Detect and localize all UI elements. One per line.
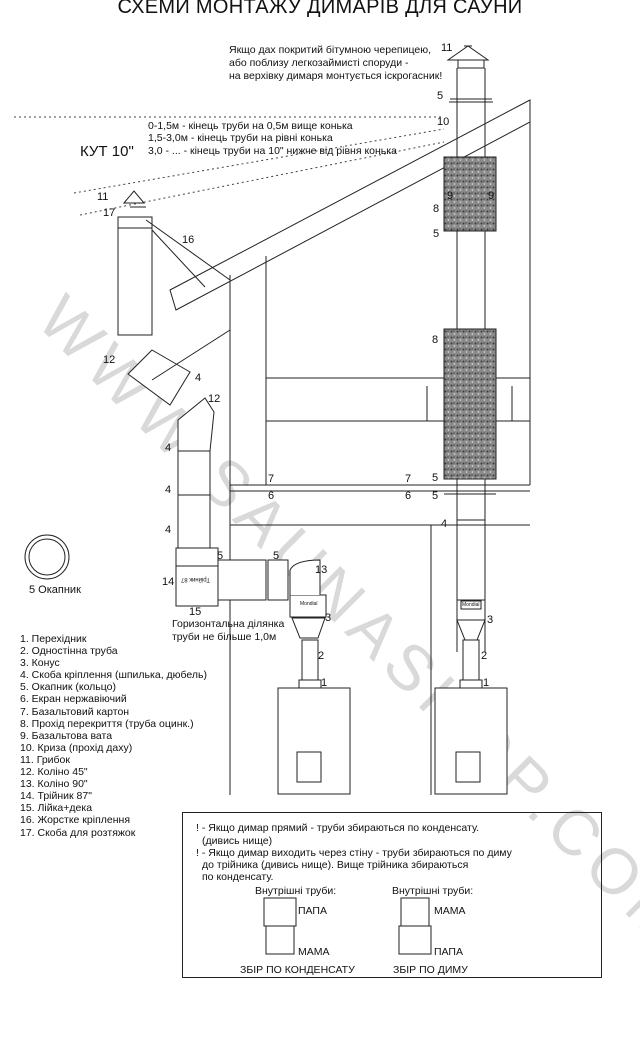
callout-6-left: 6 (268, 490, 275, 502)
legend-item: 3. Конус (20, 657, 60, 670)
legend-item: 13. Коліно 90" (20, 778, 88, 791)
okapnyk-ring-icon (24, 534, 70, 580)
callout-12-right: 12 (208, 393, 221, 405)
callout-10: 10 (437, 116, 450, 128)
callout-1-left: 1 (321, 677, 328, 689)
callout-5-right-mid: 5 (433, 228, 440, 240)
callout-7-right: 7 (405, 473, 412, 485)
legend-item: 11. Грибок (20, 753, 70, 766)
callout-9-left: 9 (447, 190, 454, 202)
legend-item: 4. Скоба кріплення (шпилька, дюбель) (20, 669, 208, 682)
parts-legend: 1. Перехідник 2. Одностінна труба 3. Кон… (20, 633, 207, 839)
legend-item: 5. Окапник (кольцо) (20, 681, 117, 694)
callout-4-b: 4 (165, 484, 172, 496)
callout-13: 13 (315, 564, 328, 576)
left-stove-chimney (117, 190, 351, 795)
assembly-left-caption: ЗБІР ПО КОНДЕНСАТУ (240, 964, 355, 976)
height-rule-1: 0-1,5м - кінець труби на 0,5м вище коньк… (148, 120, 353, 132)
callout-4-a: 4 (165, 442, 172, 454)
box-note-1: ! - Якщо димар прямий - труби збираються… (196, 822, 480, 834)
callout-4-c: 4 (165, 524, 172, 536)
tee-label: Трійник 87 (181, 576, 210, 582)
assembly-right-header: Внутрішні труби: (392, 885, 474, 897)
legend-item: 15. Лійка+дека (20, 802, 93, 815)
callout-5-right-ceiling: 5 (432, 472, 439, 484)
right-stove (434, 687, 508, 795)
chimney-installation-diagram (14, 45, 531, 955)
assembly-notes-box (182, 812, 602, 978)
legend-item: 9. Базальтова вата (20, 729, 113, 742)
stove-brand-left: Mondial (300, 601, 318, 607)
legend-item: 10. Криза (прохід даху) (20, 741, 133, 754)
angle-label: КУТ 10" (80, 143, 134, 160)
callout-3-right: 3 (487, 614, 494, 626)
callout-16: 16 (182, 234, 195, 246)
page-title: СХЕМИ МОНТАЖУ ДИМАРІВ ДЛЯ САУНИ (117, 0, 523, 18)
callout-4-elbow: 4 (195, 372, 202, 384)
okapnyk-label: 5 Окапник (29, 584, 81, 596)
callout-9-right: 9 (488, 190, 495, 202)
legend-item: 1. Перехідник (20, 633, 87, 645)
callout-14: 14 (162, 576, 175, 588)
right-chimney (443, 45, 497, 689)
callout-11-left: 11 (97, 191, 109, 203)
height-rule-2: 1,5-3,0м - кінець труби на рівні конька (148, 132, 333, 144)
roof (169, 99, 531, 795)
legend-item: 14. Трійник 87" (20, 790, 92, 803)
callout-1-right: 1 (483, 677, 490, 689)
assembly-left-top: ПАПА (298, 905, 327, 917)
callout-5-right-below: 5 (432, 490, 439, 502)
assembly-right-top: МАМА (434, 905, 466, 917)
callout-5-right-top: 5 (437, 90, 444, 102)
roof-note-line-2: або поблизу легкозаймисті споруди - (229, 57, 409, 69)
assembly-left-header: Внутрішні труби: (255, 885, 337, 897)
legend-item: 12. Коліно 45" (20, 766, 88, 779)
legend-item: 17. Скоба для розтяжок (20, 826, 136, 839)
roof-note-line-3: на верхівку димаря монтується іскрогасни… (229, 70, 443, 82)
horizontal-note-line-1: Горизонтальна ділянка (172, 618, 285, 630)
callout-8-top: 8 (433, 203, 440, 215)
legend-item: 8. Прохід перекриття (труба оцинк.) (20, 717, 194, 730)
horizontal-note-line-2: труби не більше 1,0м (172, 631, 277, 643)
callout-2-right: 2 (481, 650, 488, 662)
legend-item: 6. Екран нержавіючий (20, 693, 127, 706)
callout-4-right: 4 (441, 518, 448, 530)
height-rule-3: 3,0 - ... - кінець труби на 10" нижче ві… (148, 145, 397, 157)
roof-note-line-1: Якщо дах покритий бітумною черепицею, (229, 44, 431, 56)
box-note-2: (дивись нище) (202, 835, 273, 847)
legend-item: 7. Базальтовий картон (20, 705, 130, 718)
callout-5-wall-left: 5 (217, 550, 224, 562)
box-note-3: ! - Якщо димар виходить через стіну - тр… (196, 847, 512, 859)
callout-15: 15 (189, 606, 202, 618)
assembly-right-caption: ЗБІР ПО ДИМУ (393, 964, 468, 976)
legend-item: 2. Одностінна труба (20, 645, 118, 658)
callout-12-left: 12 (103, 354, 116, 366)
assembly-left-bottom: МАМА (298, 946, 330, 958)
callout-6-right: 6 (405, 490, 412, 502)
callout-2-left: 2 (318, 650, 325, 662)
stove-brand-right: Mondial (462, 602, 480, 608)
assembly-right-bottom: ПАПА (434, 946, 463, 958)
callout-8-bottom: 8 (432, 334, 439, 346)
callout-7-left: 7 (268, 473, 275, 485)
box-note-5: по конденсату. (202, 871, 274, 883)
callout-11-right: 11 (441, 42, 453, 54)
assembly-illustrations (263, 897, 432, 955)
callout-17: 17 (103, 207, 116, 219)
callout-5-wall-right: 5 (273, 550, 280, 562)
box-note-4: до трійника (дивись нище). Вище трійника… (202, 859, 469, 871)
legend-item: 16. Жорстке кріплення (20, 814, 130, 827)
callout-3-left: 3 (325, 612, 332, 624)
